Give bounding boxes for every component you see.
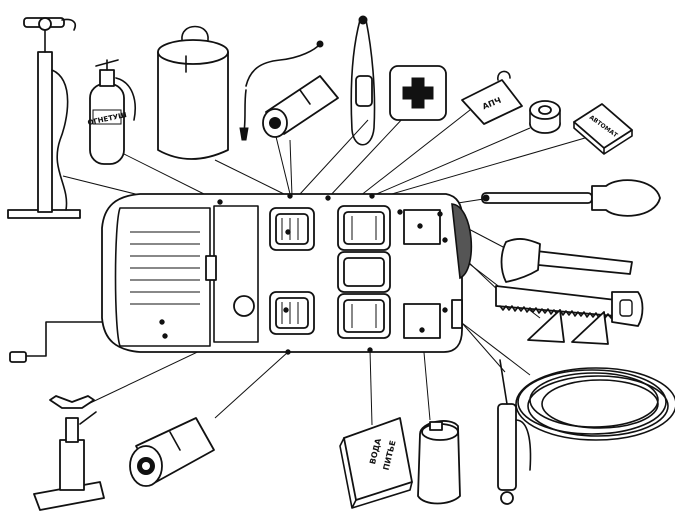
grease-gun-icon: [498, 360, 530, 504]
cable-coil-icon: [516, 368, 675, 440]
water-box-icon: ВОДА ПИТЬЕ: [340, 418, 412, 508]
small-box-icon: АВТОМАТ: [574, 104, 632, 154]
seat-rear-bench: [338, 206, 390, 338]
tool-roll-bottom-icon: [130, 418, 214, 486]
axe-icon: [502, 239, 633, 282]
small-first-aid-pouch-icon: АПЧ: [462, 71, 522, 124]
canvas-bucket-icon: [158, 27, 228, 160]
first-aid-kit-icon: [390, 66, 446, 120]
tape-roll-icon: [530, 101, 560, 133]
saw-icon: [496, 286, 643, 326]
shovel-icon: [482, 180, 660, 216]
tire-pump-icon: [8, 18, 80, 218]
car-jack-icon: [34, 396, 104, 510]
tool-roll-top-icon: [263, 76, 338, 137]
jerry-can-icon: [418, 421, 460, 504]
fire-extinguisher-icon: ОГНЕТУШ: [87, 60, 135, 164]
seat-front-right: [270, 292, 314, 334]
seat-front-left: [270, 208, 314, 250]
